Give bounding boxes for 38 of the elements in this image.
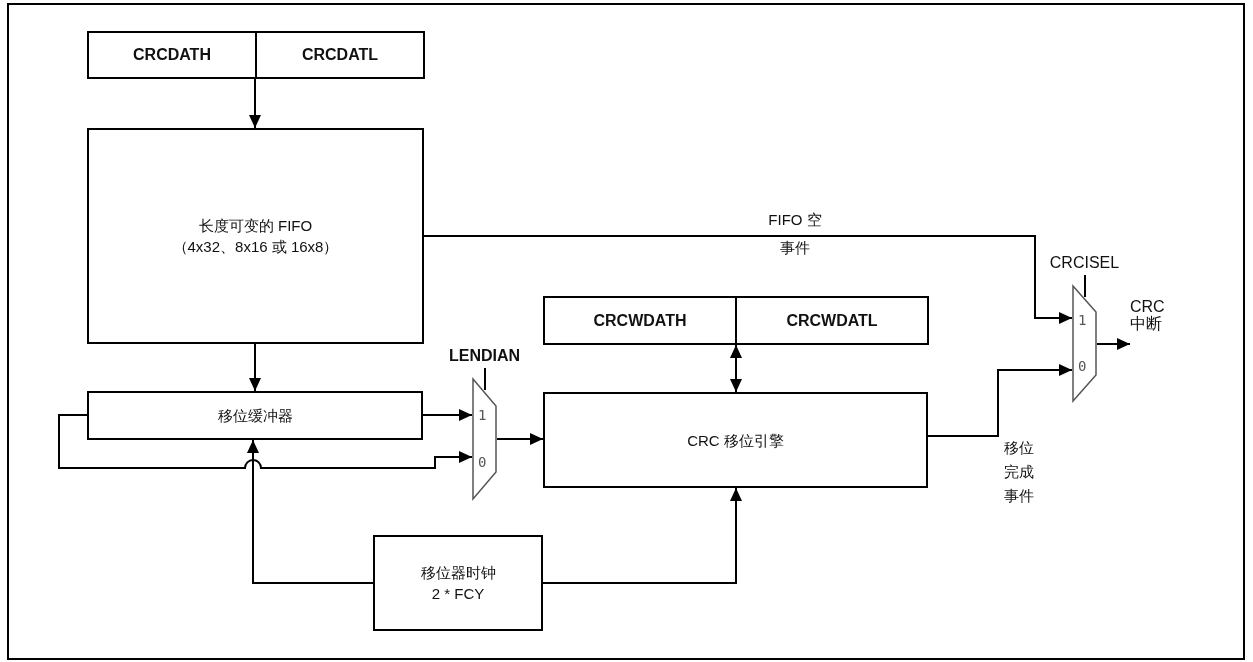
box-label: （4x32、8x16 或 16x8）	[172, 237, 339, 257]
register-box	[543, 296, 737, 345]
arrow	[249, 78, 261, 129]
box-label: 长度可变的 FIFO	[198, 216, 313, 236]
arrow	[423, 235, 1073, 324]
arrow	[730, 344, 742, 393]
input-number: 1	[478, 406, 487, 423]
arrow	[422, 409, 473, 421]
box-label: 移位缓冲器	[217, 406, 293, 426]
arrow	[1096, 338, 1131, 350]
box-label: CRCDATL	[301, 46, 379, 64]
box-label: CRC 移位引擎	[687, 430, 784, 451]
arrow	[542, 487, 742, 584]
box-label: CRCDATH	[133, 46, 211, 64]
edge-label: FIFO 空事件	[767, 210, 823, 258]
block-box	[543, 392, 928, 488]
register-box	[87, 31, 257, 79]
block-box	[87, 391, 423, 440]
arrow	[927, 364, 1073, 437]
box-label: 2 * FCY	[431, 584, 485, 604]
output-label: CRC 中断	[1130, 298, 1166, 332]
arrow	[249, 343, 261, 392]
box-label: CRCWDATL	[786, 311, 878, 330]
select-signal-label: CRCISEL	[1048, 254, 1121, 272]
select-signal-label: LENDIAN	[447, 347, 522, 365]
edge-label: 移位完成事件	[1003, 438, 1035, 506]
box-label: 移位器时钟	[420, 563, 496, 583]
input-number: 1	[1078, 312, 1087, 329]
box-label: CRCWDATH	[593, 311, 687, 330]
register-box	[255, 31, 425, 79]
input-number: 0	[1078, 357, 1087, 374]
register-box	[735, 296, 929, 345]
block-box	[87, 128, 424, 344]
block-box	[373, 535, 543, 631]
arrow	[496, 433, 544, 445]
arrow	[58, 414, 473, 469]
arrow	[247, 439, 374, 584]
input-number: 0	[478, 454, 487, 471]
